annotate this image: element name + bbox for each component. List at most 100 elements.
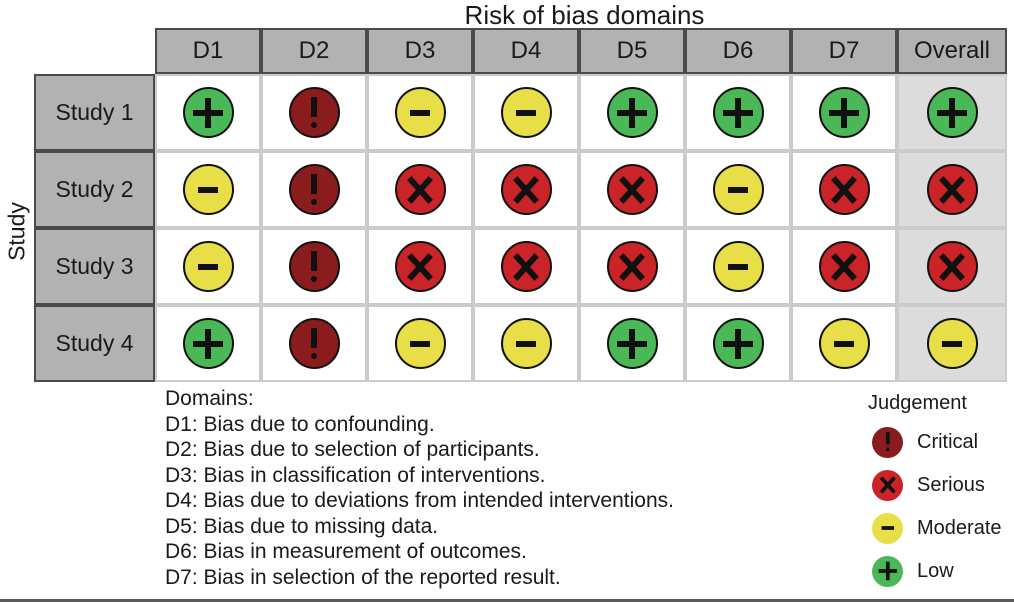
serious-judgement-icon — [926, 241, 978, 292]
critical-judgement-icon — [288, 164, 340, 215]
serious-symbol — [936, 251, 968, 283]
chart-title: Risk of bias domains — [464, 0, 705, 30]
row-header-study-2: Study 2 — [34, 151, 155, 228]
critical-symbol — [298, 327, 330, 360]
low-symbol — [192, 328, 224, 360]
serious-symbol — [616, 174, 648, 206]
legend-item-moderate: Moderate — [872, 512, 1002, 544]
serious-judgement-icon — [500, 164, 552, 215]
low-judgement-icon — [606, 318, 658, 369]
moderate-symbol — [722, 174, 754, 206]
cell-study-1-d7 — [791, 74, 897, 151]
cell-study-1-d4 — [473, 74, 579, 151]
low-symbol — [878, 561, 898, 581]
critical-legend-icon — [872, 426, 903, 458]
serious-judgement-icon — [500, 241, 552, 292]
column-header-d6: D6 — [685, 28, 791, 74]
y-axis-label: Study — [3, 202, 30, 261]
domain-line-d6: D6: Bias in measurement of outcomes. — [165, 540, 527, 563]
domain-line-d5: D5: Bias due to missing data. — [165, 514, 439, 538]
moderate-judgement-icon — [394, 318, 446, 369]
serious-judgement-icon — [394, 241, 446, 292]
critical-judgement-icon — [288, 318, 340, 369]
serious-symbol — [828, 251, 860, 283]
cell-study-3-d6 — [685, 228, 791, 305]
cell-study-1-d6 — [685, 74, 791, 151]
moderate-symbol — [510, 328, 542, 360]
moderate-symbol — [404, 328, 436, 360]
row-header-study-4: Study 4 — [34, 305, 155, 382]
column-header-d5: D5 — [579, 28, 685, 74]
column-header-d7: D7 — [791, 28, 897, 74]
moderate-symbol — [722, 251, 754, 283]
low-judgement-icon — [926, 87, 978, 138]
serious-symbol — [936, 174, 968, 206]
column-header-d3: D3 — [367, 28, 473, 74]
cell-study-2-overall — [897, 151, 1007, 228]
low-symbol — [936, 97, 968, 129]
moderate-judgement-icon — [182, 241, 234, 292]
cell-study-1-d1 — [155, 74, 261, 151]
critical-symbol — [298, 96, 330, 129]
moderate-judgement-icon — [394, 87, 446, 138]
legend-label-critical: Critical — [917, 430, 979, 453]
cell-study-4-d7 — [791, 305, 897, 382]
moderate-symbol — [828, 328, 860, 360]
legend-item-serious: Serious — [872, 469, 1002, 501]
low-legend-icon — [872, 555, 903, 587]
serious-judgement-icon — [606, 241, 658, 292]
cell-study-1-d3 — [367, 74, 473, 151]
cell-study-3-d4 — [473, 228, 579, 305]
corner-cell — [34, 28, 155, 74]
cell-study-2-d3 — [367, 151, 473, 228]
cell-study-4-d6 — [685, 305, 791, 382]
critical-symbol — [298, 250, 330, 283]
column-header-d4: D4 — [473, 28, 579, 74]
cell-study-3-d5 — [579, 228, 685, 305]
legend-label-serious: Serious — [917, 473, 985, 496]
serious-symbol — [510, 251, 542, 283]
critical-judgement-icon — [288, 87, 340, 138]
cell-study-4-d4 — [473, 305, 579, 382]
moderate-judgement-icon — [182, 164, 234, 215]
cell-study-2-d1 — [155, 151, 261, 228]
moderate-symbol — [404, 97, 436, 129]
serious-judgement-icon — [926, 164, 978, 215]
cell-study-1-d5 — [579, 74, 685, 151]
column-header-d2: D2 — [261, 28, 367, 74]
low-symbol — [616, 97, 648, 129]
low-judgement-icon — [818, 87, 870, 138]
critical-judgement-icon — [288, 241, 340, 292]
serious-symbol — [510, 174, 542, 206]
legend-item-critical: Critical — [872, 426, 1002, 458]
cell-study-2-d7 — [791, 151, 897, 228]
serious-symbol — [404, 174, 436, 206]
figure-bottom-border — [0, 599, 1014, 602]
low-judgement-icon — [606, 87, 658, 138]
low-symbol — [192, 97, 224, 129]
legend-label-moderate: Moderate — [917, 516, 1002, 539]
domain-line-d2: D2: Bias due to selection of participant… — [165, 438, 540, 461]
cell-study-2-d2 — [261, 151, 367, 228]
moderate-judgement-icon — [500, 87, 552, 138]
cell-study-4-d1 — [155, 305, 261, 382]
moderate-symbol — [510, 97, 542, 129]
low-symbol — [722, 97, 754, 129]
low-symbol — [828, 97, 860, 129]
critical-symbol — [878, 432, 897, 452]
cell-study-4-d2 — [261, 305, 367, 382]
cell-study-4-d3 — [367, 305, 473, 382]
moderate-legend-icon — [872, 512, 903, 544]
domain-line-d4: D4: Bias due to deviations from intended… — [165, 489, 674, 512]
low-symbol — [616, 328, 648, 360]
moderate-judgement-icon — [712, 164, 764, 215]
low-judgement-icon — [182, 318, 234, 369]
column-header-overall: Overall — [897, 28, 1007, 74]
low-symbol — [722, 328, 754, 360]
low-judgement-icon — [712, 318, 764, 369]
cell-study-2-d6 — [685, 151, 791, 228]
serious-judgement-icon — [394, 164, 446, 215]
serious-judgement-icon — [606, 164, 658, 215]
